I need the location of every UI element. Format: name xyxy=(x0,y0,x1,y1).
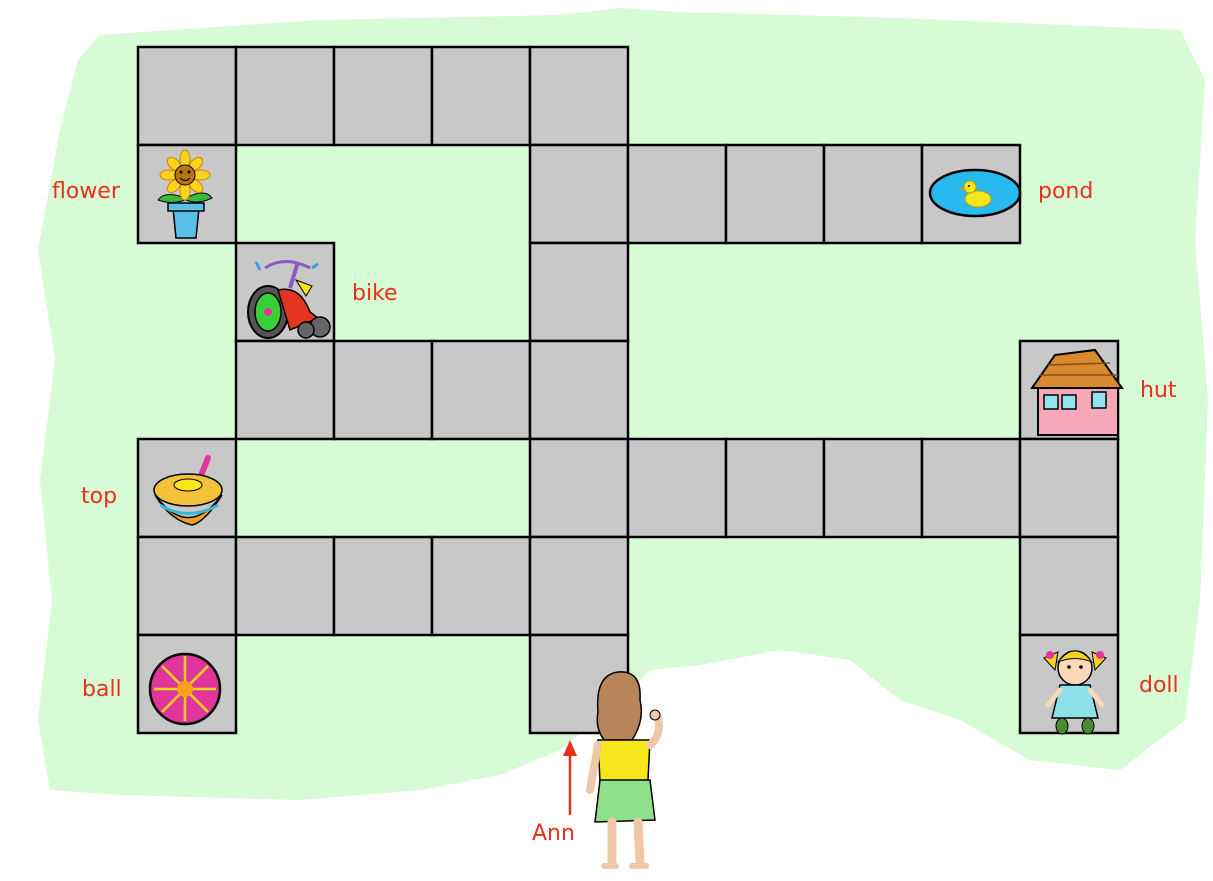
label-ann: Ann xyxy=(532,823,575,845)
label-doll: doll xyxy=(1139,675,1179,697)
label-ball: ball xyxy=(82,679,122,701)
path-tile xyxy=(432,47,530,145)
label-pond: pond xyxy=(1038,181,1093,203)
path-tile xyxy=(236,47,334,145)
path-tile xyxy=(236,341,334,439)
path-tile xyxy=(628,439,726,537)
ann-arrow xyxy=(563,740,577,815)
path-tile xyxy=(530,537,628,635)
label-hut: hut xyxy=(1140,380,1177,402)
path-tile xyxy=(334,341,432,439)
path-tile xyxy=(922,439,1020,537)
path-tile xyxy=(530,145,628,243)
path-tile xyxy=(138,537,236,635)
ball-icon xyxy=(150,654,220,724)
label-flower: flower xyxy=(52,181,120,203)
path-tile xyxy=(334,47,432,145)
path-tile xyxy=(530,439,628,537)
path-tile xyxy=(1020,537,1118,635)
path-tile xyxy=(334,537,432,635)
path-tile xyxy=(138,47,236,145)
path-tile xyxy=(628,145,726,243)
label-top: top xyxy=(81,486,117,508)
path-tile xyxy=(824,439,922,537)
girl-ann-icon xyxy=(590,672,660,866)
path-tile xyxy=(726,439,824,537)
path-tile xyxy=(530,243,628,341)
path-tile xyxy=(432,341,530,439)
path-tile xyxy=(236,537,334,635)
path-tile xyxy=(824,145,922,243)
path-tile xyxy=(432,537,530,635)
path-tile xyxy=(1020,439,1118,537)
path-tile xyxy=(530,47,628,145)
label-bike: bike xyxy=(352,283,398,305)
path-tile xyxy=(726,145,824,243)
path-tile xyxy=(530,341,628,439)
duck-pond-icon xyxy=(930,170,1020,216)
